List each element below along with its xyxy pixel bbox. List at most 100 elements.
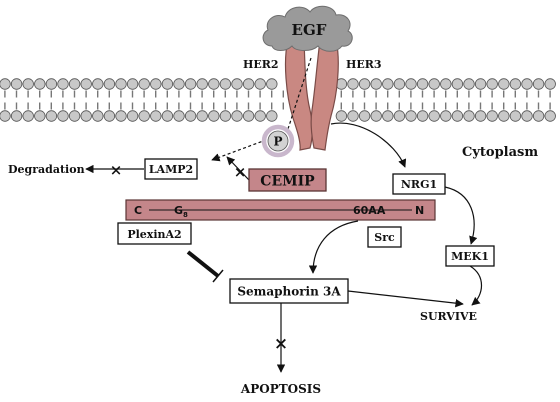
egf-ligand: EGF bbox=[262, 5, 353, 52]
lipid-head bbox=[184, 110, 197, 122]
lipid-head bbox=[208, 110, 220, 122]
semaphorin-3a-label: Semaphorin 3A bbox=[237, 285, 341, 299]
cemip-label: CEMIP bbox=[260, 174, 315, 190]
cemip-box bbox=[248, 168, 327, 192]
receptor-to-nrg1-arrow bbox=[330, 122, 407, 168]
egf-label: EGF bbox=[292, 21, 327, 39]
lipid-head bbox=[138, 110, 150, 122]
lipid-head bbox=[486, 110, 498, 122]
lipid-head bbox=[498, 78, 510, 90]
lipid-head bbox=[544, 110, 556, 122]
nrg1-label: NRG1 bbox=[401, 178, 437, 191]
lipid-head bbox=[80, 78, 92, 90]
lipid-head bbox=[10, 110, 23, 122]
lipid-head bbox=[161, 78, 174, 90]
lipid-head bbox=[382, 78, 394, 90]
lipid-head bbox=[80, 110, 92, 122]
lipid-head bbox=[196, 110, 208, 122]
lipid-head bbox=[416, 110, 429, 122]
lipid-head bbox=[451, 110, 464, 122]
receptor-to-phosphate-dashed bbox=[286, 57, 312, 133]
nrg1-box bbox=[392, 173, 446, 195]
lipid-head bbox=[196, 78, 208, 90]
lipid-head bbox=[115, 110, 127, 122]
lipid-head bbox=[45, 78, 58, 90]
plexina2-label: PlexinA2 bbox=[127, 228, 181, 241]
lipid-head bbox=[0, 78, 11, 90]
lipid-head bbox=[370, 78, 382, 90]
lipid-head bbox=[498, 110, 510, 122]
her2-her3-receptor bbox=[284, 39, 339, 151]
src-box bbox=[367, 226, 402, 248]
g-label: G bbox=[174, 204, 183, 217]
lipid-head bbox=[138, 78, 150, 90]
lipid-head bbox=[544, 78, 556, 90]
her3-receptor bbox=[310, 39, 339, 151]
lipid-head bbox=[242, 78, 255, 90]
lipid-head bbox=[92, 78, 104, 90]
lipid-head bbox=[393, 78, 406, 90]
plexina2-inhibition-line bbox=[186, 250, 220, 278]
lipid-head bbox=[231, 78, 243, 90]
cemip-protein-bar: C G8 60AA N bbox=[125, 199, 436, 221]
c-terminus-label: C bbox=[134, 204, 142, 217]
lamp2-label: LAMP2 bbox=[149, 163, 193, 176]
protein-to-semaphorin-arrow bbox=[308, 220, 359, 274]
lipid-head bbox=[521, 78, 533, 90]
her2-label: HER2 bbox=[243, 58, 279, 71]
lipid-head bbox=[358, 110, 371, 122]
lipid-head bbox=[393, 110, 406, 122]
lipid-head bbox=[45, 110, 58, 122]
lipid-head bbox=[254, 110, 266, 122]
block-mark-lamp2: × bbox=[234, 163, 247, 181]
lipid-head bbox=[173, 110, 185, 122]
cytoplasm-label: Cytoplasm bbox=[462, 145, 538, 160]
lipid-head bbox=[463, 78, 475, 90]
lipid-head bbox=[22, 110, 34, 122]
lipid-head bbox=[126, 78, 139, 90]
mek1-label: MEK1 bbox=[451, 250, 489, 263]
60aa-label: 60AA bbox=[353, 204, 386, 217]
lipid-head bbox=[370, 110, 382, 122]
lipid-head bbox=[532, 78, 545, 90]
lipid-head bbox=[68, 78, 81, 90]
lipid-head bbox=[440, 78, 452, 90]
lipid-heads-outer bbox=[0, 78, 556, 90]
src-label: Src bbox=[374, 231, 395, 244]
cemip-to-lamp2-arrow bbox=[226, 156, 250, 181]
lipid-head bbox=[150, 110, 162, 122]
lipid-head bbox=[416, 78, 429, 90]
lipid-head bbox=[474, 110, 487, 122]
lipid-head bbox=[521, 110, 533, 122]
lipid-head bbox=[474, 78, 487, 90]
lipid-head bbox=[57, 110, 69, 122]
n-terminus-label: N bbox=[415, 204, 424, 217]
degradation-label: Degradation bbox=[8, 163, 85, 176]
lipid-head bbox=[150, 78, 162, 90]
lipid-head bbox=[509, 110, 522, 122]
lipid-head bbox=[22, 78, 34, 90]
lipid-head bbox=[103, 78, 116, 90]
phosphate-label: P bbox=[273, 135, 282, 149]
survive-label: SURVIVE bbox=[420, 310, 477, 323]
lipid-head bbox=[219, 78, 232, 90]
lipid-head bbox=[92, 110, 104, 122]
lipid-head bbox=[34, 78, 46, 90]
lipid-head bbox=[509, 78, 522, 90]
phosphate-group: P bbox=[261, 124, 295, 158]
lipid-head bbox=[428, 78, 440, 90]
semaphorin-to-survive-arrow bbox=[347, 290, 464, 308]
block-mark-degradation: × bbox=[110, 161, 123, 179]
lipid-head bbox=[184, 78, 197, 90]
lipid-head bbox=[242, 110, 255, 122]
mek1-to-survive-arrow bbox=[469, 265, 483, 306]
lipid-head bbox=[463, 110, 475, 122]
g8-motif-label: G8 bbox=[174, 204, 188, 219]
lipid-head bbox=[382, 110, 394, 122]
lipid-head bbox=[347, 78, 359, 90]
inhibition-bar bbox=[212, 269, 224, 283]
apoptosis-label: APOPTOSIS bbox=[240, 382, 321, 396]
lipid-head bbox=[10, 78, 23, 90]
lipid-head bbox=[451, 78, 464, 90]
